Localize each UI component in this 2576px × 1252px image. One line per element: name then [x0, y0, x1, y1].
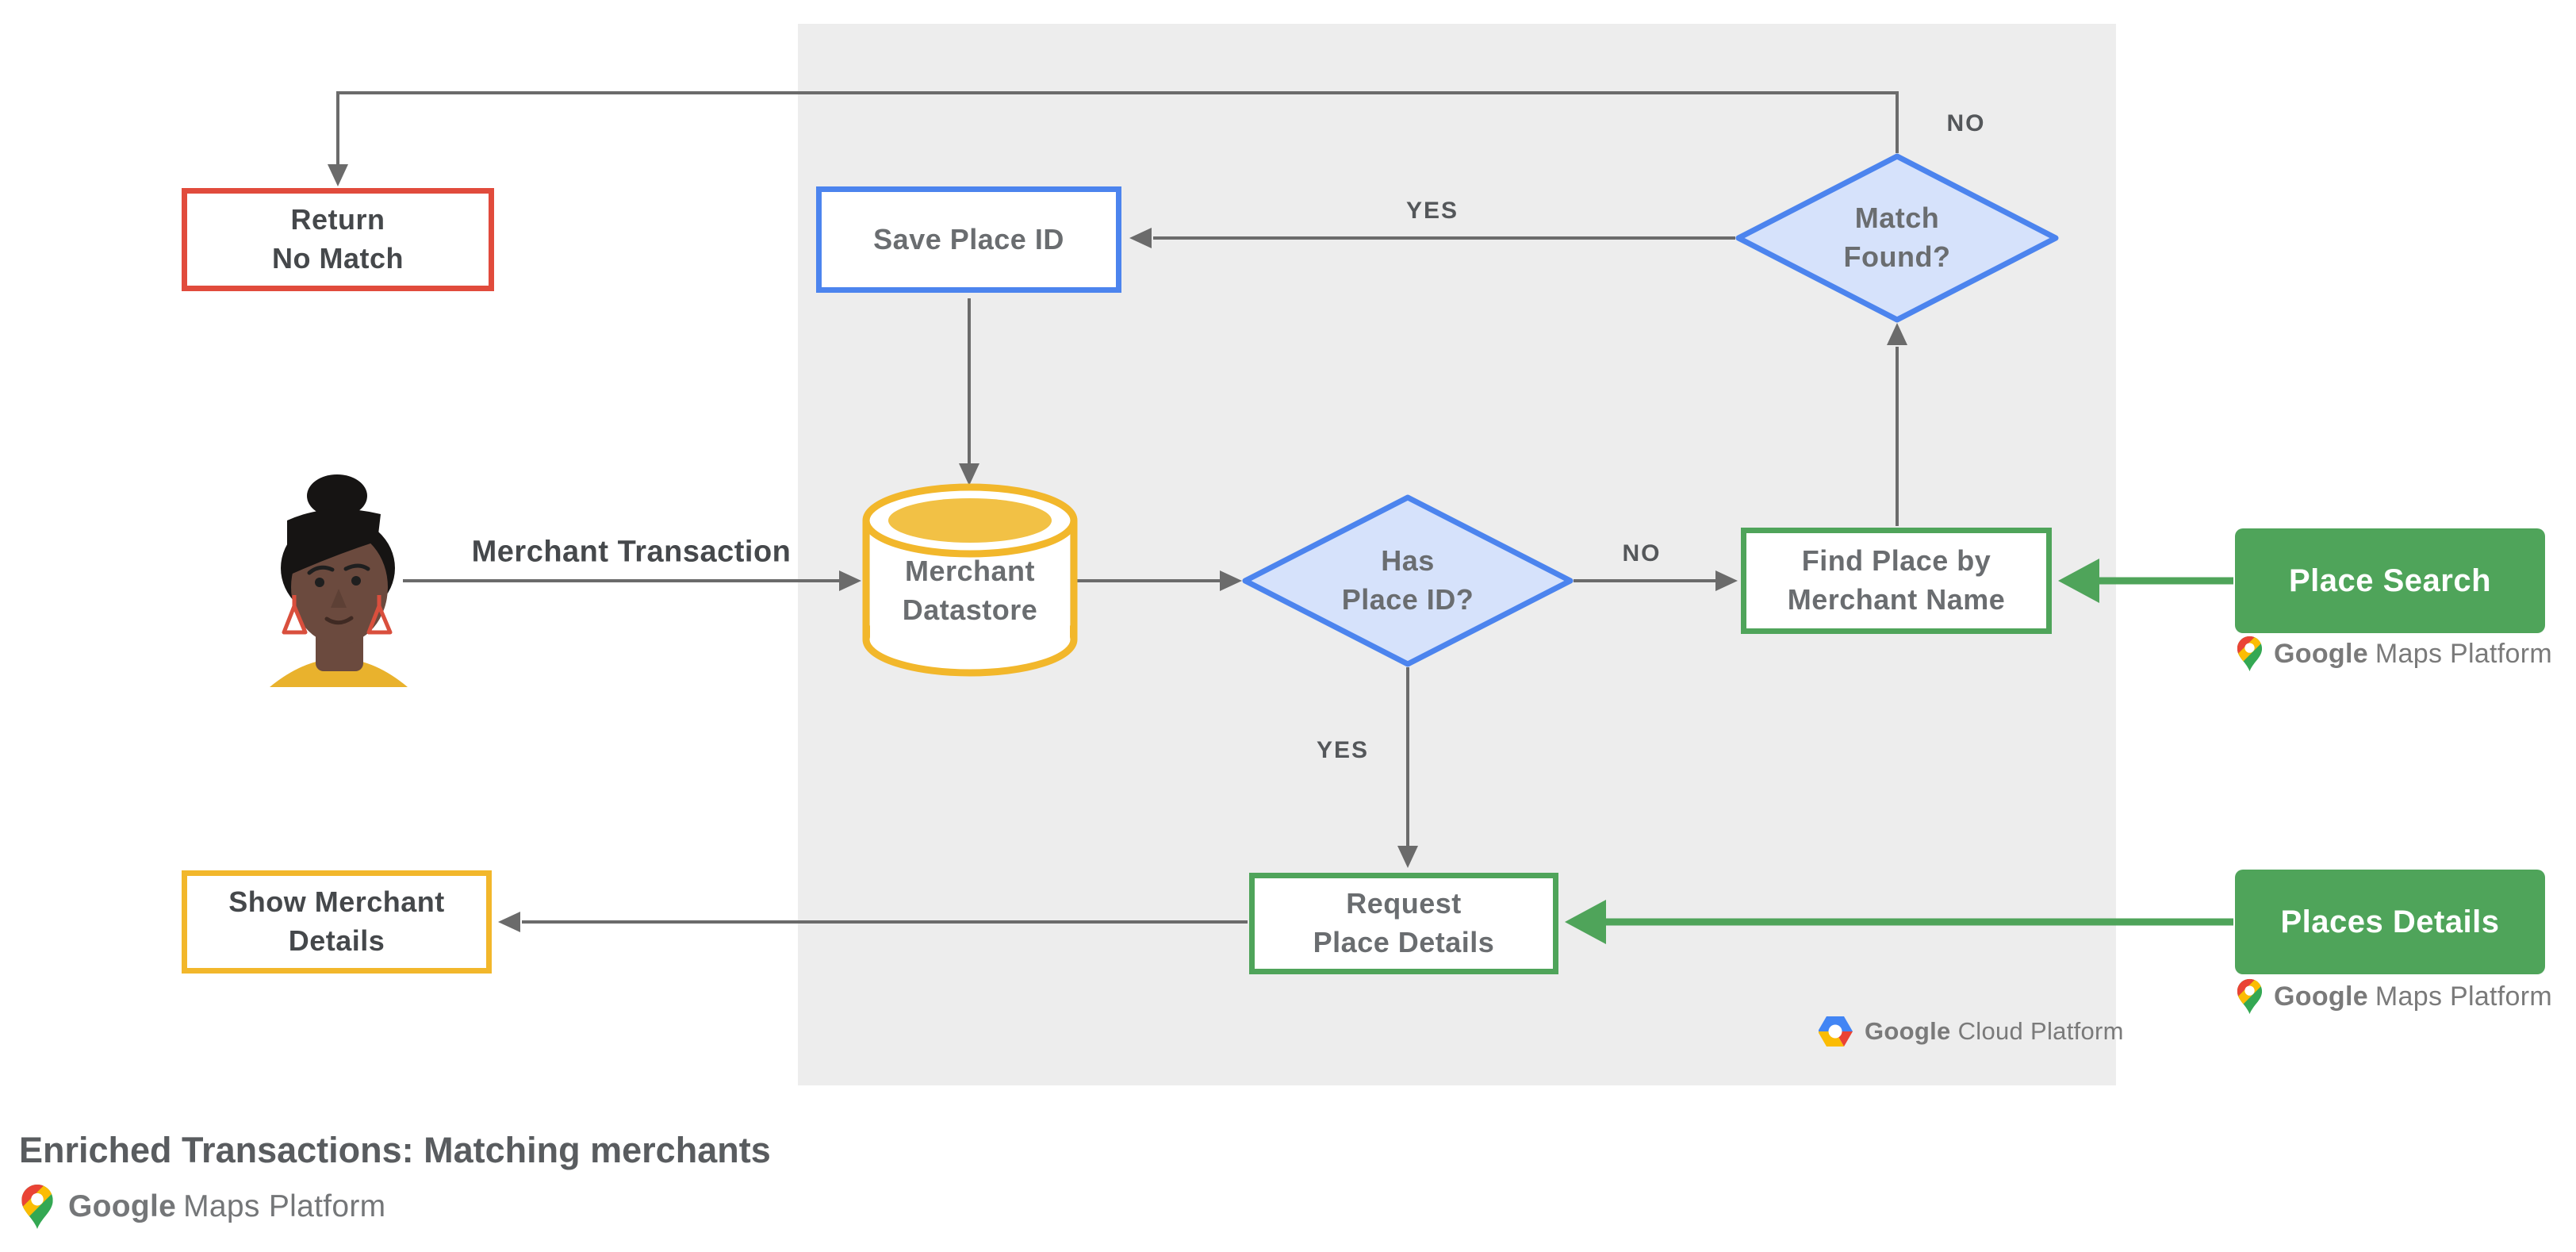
has-place-id-diamond: [1242, 494, 1574, 667]
green-arrowheads: [1565, 559, 2099, 944]
merchant-datastore-cylinder: [862, 483, 1078, 677]
node-save-place-id: Save Place ID: [816, 186, 1121, 293]
google-maps-pin-icon: [2237, 978, 2263, 1015]
gmp-wordmark-rest: Maps Platform: [183, 1189, 386, 1223]
gmp-wordmark-google: Google: [2274, 981, 2368, 1012]
node-match-found-label: Match Found?: [1843, 202, 1951, 273]
node-show-merchant-details: Show Merchant Details: [182, 870, 492, 974]
api-card-place-search: Place Search: [2235, 528, 2545, 633]
diagram-title: Enriched Transactions: Matching merchant…: [19, 1130, 771, 1170]
edge-label-merchant-transaction: Merchant Transaction: [471, 535, 792, 569]
edge-label-has-place-id-no: NO: [1622, 540, 1662, 566]
green-api-lines: [1604, 577, 2233, 926]
gmp-wordmark-rest: Maps Platform: [2375, 638, 2552, 669]
node-has-place-id-label: Has Place ID?: [1341, 544, 1474, 616]
match-found-diamond: [1735, 153, 2059, 323]
gmp-wordmark-google: Google: [2274, 638, 2368, 669]
gmp-wordmark-google: Google: [68, 1189, 177, 1223]
edge-matchfound-no: [336, 91, 1899, 166]
gray-flow-lines: [336, 91, 1899, 924]
gray-arrowheads: [328, 164, 1907, 932]
consumer-avatar: [270, 474, 408, 687]
api-card-places-details: Places Details: [2235, 870, 2545, 974]
gcp-wordmark-google: Google: [1865, 1017, 1951, 1045]
gcp-wordmark-rest: Cloud Platform: [1957, 1017, 2124, 1045]
edge-label-has-place-id-yes: YES: [1316, 737, 1370, 763]
google-maps-pin-icon: [21, 1184, 54, 1230]
google-maps-pin-icon: [2237, 636, 2263, 672]
edge-label-match-found-no: NO: [1946, 110, 1986, 136]
gmp-wordmark-rest: Maps Platform: [2375, 981, 2552, 1012]
node-request-place-details: Request Place Details: [1249, 873, 1558, 974]
node-merchant-datastore-label: Merchant Datastore: [902, 555, 1038, 626]
node-find-place-by-merchant-name: Find Place by Merchant Name: [1741, 528, 2052, 634]
gcp-hexagon-icon: [1819, 1016, 1853, 1047]
node-return-no-match: Return No Match: [182, 188, 494, 291]
edge-label-match-found-yes: YES: [1405, 198, 1459, 224]
